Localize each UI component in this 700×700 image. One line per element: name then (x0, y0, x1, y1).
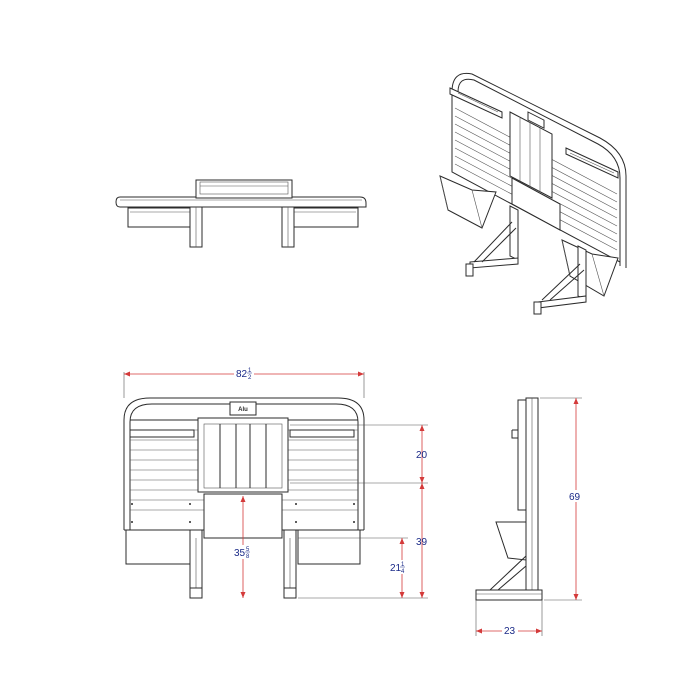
side-view (475, 397, 543, 601)
overall-width-label: 82 (236, 369, 248, 380)
svg-text:4: 4 (401, 569, 405, 575)
depth-label: 23 (504, 626, 516, 637)
brand-logo-text: Alu (238, 407, 248, 413)
left-toolbox (125, 529, 193, 565)
svg-text:1: 1 (401, 562, 405, 568)
lower-height-label: 39 (416, 537, 428, 548)
upper-height-label: 20 (416, 450, 428, 461)
dimensions: 82 1 2 20 39 21 1 4 35 5 (123, 367, 584, 637)
front-view: Alu (123, 397, 365, 599)
step-height-label: 21 (390, 563, 402, 574)
svg-text:1: 1 (248, 368, 252, 374)
isometric-view (439, 72, 627, 315)
overall-height-label: 69 (569, 492, 581, 503)
top-view (115, 179, 367, 248)
brand-logo (229, 401, 257, 416)
center-height-label: 35 (234, 548, 246, 559)
svg-text:8: 8 (246, 554, 250, 560)
svg-text:2: 2 (248, 375, 252, 381)
svg-text:5: 5 (246, 547, 250, 553)
right-toolbox (297, 529, 361, 565)
